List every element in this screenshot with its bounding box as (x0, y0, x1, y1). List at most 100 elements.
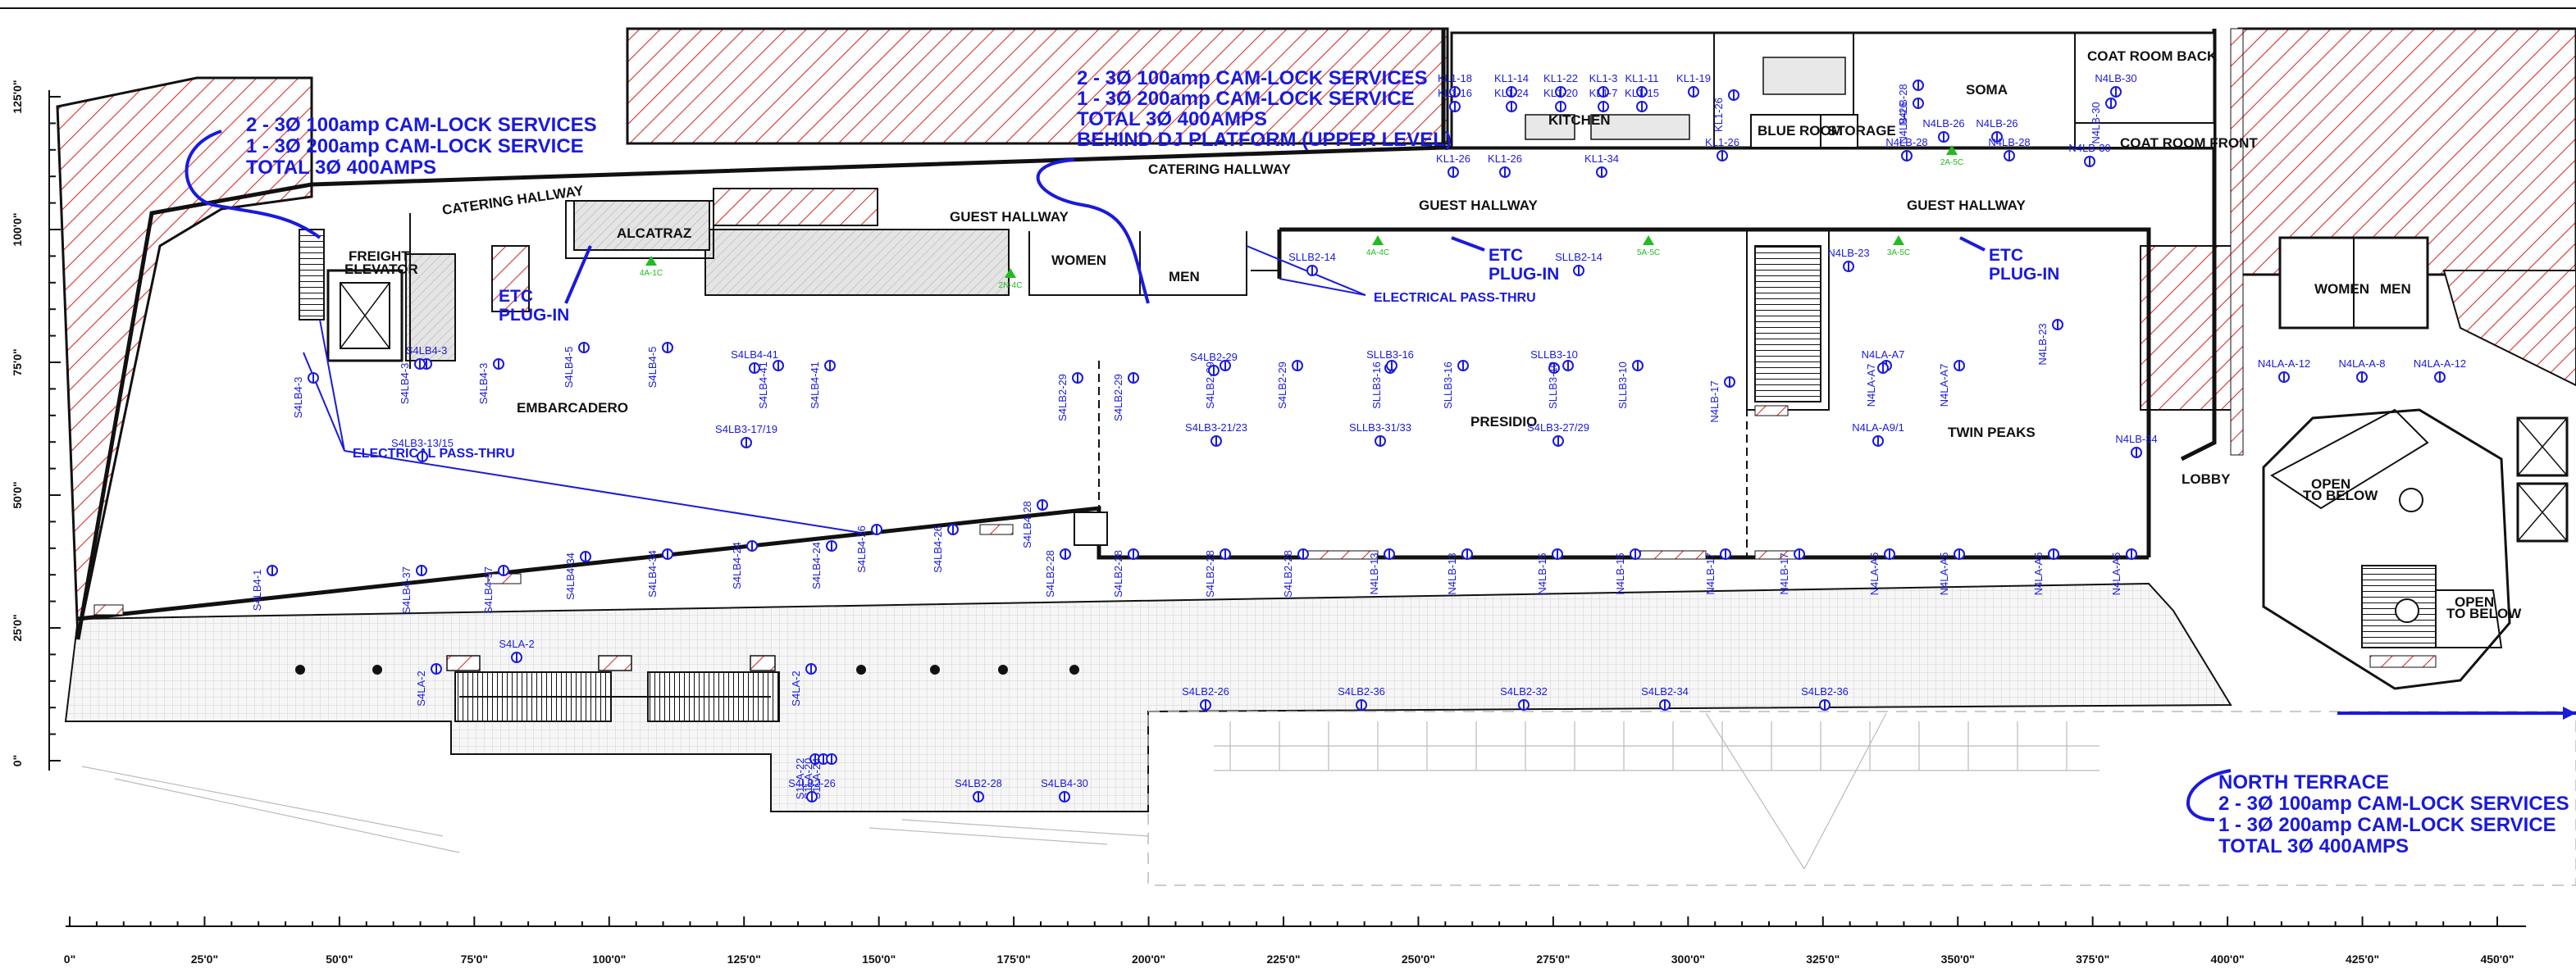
outlet-s4lb2-28: S4LB2-28 (1112, 548, 1139, 598)
x-tick-label: 350'0" (1941, 953, 1975, 966)
outlet-s4lb3-17-19: S4LB3-17/19 (715, 423, 777, 448)
x-tick-label: 450'0" (2480, 953, 2514, 966)
outlet-n4lb-23: N4LB-23 (2036, 319, 2063, 366)
outlet-s4lb2-29: S4LB2-29 (1056, 372, 1083, 421)
green-tag: 4A-4C (1366, 235, 1389, 257)
outlet-label: S4LB4-24 (810, 542, 823, 589)
outlet-label: KL1-3 (1589, 72, 1618, 84)
scale-bar-x: 0"25'0"50'0"75'0"100'0"125'0"150'0"175'0… (64, 916, 2526, 966)
outlet-kl1-26: KL1-26 (1712, 89, 1739, 132)
x-tick-label: 100'0" (592, 953, 626, 966)
green-tag-label: 2A-5C (1940, 158, 1963, 167)
callout-center-line2: 1 - 3Ø 200amp CAM-LOCK SERVICE (1077, 88, 1415, 110)
green-tag-label: 5A-5C (1637, 248, 1660, 257)
outlet-label: S4LB2-28 (955, 777, 1002, 789)
outlet-label: N4LA-A5 (2032, 552, 2045, 596)
y-tick-label: 0" (11, 755, 24, 766)
outlet-label: S4LB4-26 (855, 525, 868, 573)
callout-west: 2 - 3Ø 100amp CAM-LOCK SERVICES 1 - 3Ø 2… (246, 114, 597, 179)
outlet-n4lb-28: N4LB-28 (1988, 136, 2031, 161)
x-tick-label: 150'0" (862, 953, 896, 966)
outlet-label: SLLB3-10 (1616, 361, 1629, 409)
outlet-label: S4LB4-30 (1041, 777, 1088, 789)
room-storage: STORAGE (1827, 123, 1896, 139)
outlet-s4lb4-28: S4LB4-28 (1021, 499, 1048, 548)
callout-center-line1: 2 - 3Ø 100amp CAM-LOCK SERVICES (1077, 67, 1428, 89)
outlet-label: S4LA-2 (499, 638, 534, 650)
outlet-s4lb2-28: S4LB2-28 (1204, 548, 1231, 598)
green-tag: 3A-5C (1887, 235, 1910, 257)
outlet-n4la-a-8: N4LA-A-8 (2338, 357, 2386, 383)
outlet-label: KL1-20 (1543, 87, 1578, 99)
outlet-label: N4LA-A9/1 (1852, 421, 1904, 434)
room-women-east: WOMEN (2314, 281, 2369, 297)
room-coat-room-back: COAT ROOM BACK (2087, 48, 2218, 64)
callout-west-line1: 2 - 3Ø 100amp CAM-LOCK SERVICES (246, 114, 597, 136)
outlet-n4la-a5: N4LA-A5 (2110, 548, 2137, 595)
outlet-label: S4LB2-26 (1182, 685, 1229, 698)
outlet-label: S4LB4-28 (1021, 501, 1033, 548)
outlet-label: S1LA-20 (802, 758, 814, 800)
outlet-kl1-24: KL1-24 (1494, 87, 1529, 112)
outlet-s4lb4-26: S4LB4-26 (932, 524, 959, 573)
outlet-s4lb2-28: S4LB2-28 (1282, 548, 1309, 598)
outlet-n4la-a7: N4LA-A7 (1938, 360, 1965, 407)
x-tick-label: 0" (64, 953, 75, 966)
pass-thru-label-west: ELECTRICAL PASS-THRU (353, 447, 515, 461)
outlet-sllb3-31-33: SLLB3-31/33 (1349, 421, 1411, 447)
x-tick-label: 200'0" (1132, 953, 1165, 966)
outlet-n4la-a7: N4LA-A7 (1862, 348, 1904, 374)
x-tick-label: 50'0" (326, 953, 353, 966)
outlet-label: KL1-24 (1494, 87, 1529, 99)
outlet-s4lb2-32: S4LB2-32 (1500, 685, 1548, 711)
facade-hatches (93, 405, 2437, 668)
outlet-s1la-24: S1LA-24 (810, 753, 837, 799)
outlet-label: SLLB3-16 (1370, 361, 1383, 409)
outlet-kl1-15: KL1-15 (1625, 87, 1659, 112)
outlet-label: KL1-11 (1625, 72, 1659, 84)
outlet-s4lb4-41: S4LB4-41 (731, 348, 778, 374)
callout-west-line3: TOTAL 3Ø 400AMPS (246, 157, 436, 179)
outlet-label: S4LB4-5 (646, 347, 659, 389)
callout-north-terrace: NORTH TERRACE 2 - 3Ø 100amp CAM-LOCK SER… (2218, 771, 2569, 857)
outlet-n4la-a5: N4LA-A5 (2032, 548, 2059, 596)
outlet-kl1-19: KL1-19 (1676, 72, 1711, 98)
outlet-n4lb-34: N4LB-34 (2115, 433, 2158, 458)
outlet-kl1-26: KL1-26 (1705, 136, 1739, 161)
outlet-n4lb-15: N4LB-15 (1536, 548, 1563, 595)
green-tag: 5A-5C (1637, 235, 1660, 257)
outlet-kl1-20: KL1-20 (1543, 87, 1578, 112)
outlet-n4lb-28: N4LB-28 (1885, 136, 1928, 161)
outlet-label: S4LB4-3 (292, 377, 304, 419)
outlet-label: S4LB2-26 (788, 777, 836, 789)
green-tag-label: 2N-4C (999, 281, 1023, 290)
outlet-label: S4LB4-34 (564, 552, 577, 600)
room-kitchen: KITCHEN (1548, 112, 1611, 128)
outlet-s4la-2: S4LA-2 (415, 663, 442, 707)
green-tag: 2A-5C (1940, 145, 1963, 167)
outlet-label: N4LB-26 (1922, 117, 1964, 130)
outlet-label: S1LA-22 (794, 758, 806, 800)
outlet-n4lb-30: N4LB-30 (2068, 142, 2111, 167)
room-guest-hallway-east: GUEST HALLWAY (1907, 198, 2026, 213)
x-tick-label: 250'0" (1402, 953, 1435, 966)
outlet-label: S4LB2-36 (1801, 685, 1849, 698)
callout-center: 2 - 3Ø 100amp CAM-LOCK SERVICES 1 - 3Ø 2… (1077, 67, 1452, 151)
outlet-s4lb2-36: S4LB2-36 (1338, 685, 1385, 711)
outlet-n4lb-13: N4LB-13 (1446, 548, 1473, 595)
x-tick-label: 325'0" (1806, 953, 1840, 966)
outlet-s4lb2-29: S4LB2-29 (1112, 372, 1139, 421)
outlet-label: S4LB4-37 (482, 566, 495, 614)
outlet-label: N4LB-30 (2068, 142, 2110, 154)
scale-bar-y: 125'0"100'0"75'0"50'0"25'0"0" (11, 80, 61, 771)
outlet-n4la-a5: N4LA-A5 (1868, 548, 1895, 595)
outlet-label: N4LB-28 (1885, 136, 1927, 148)
room-twin-peaks: TWIN PEAKS (1948, 425, 2036, 440)
x-tick-label: 75'0" (461, 953, 488, 966)
callout-center-line4: BEHIND DJ PLATFORM (UPPER LEVEL) (1077, 129, 1452, 151)
outlet-label: N4LB-34 (2115, 433, 2157, 445)
outlet-s4lb2-28: S4LB2-28 (1044, 548, 1071, 598)
outlet-sllb3-10: SLLB3-10 (1530, 348, 1578, 374)
